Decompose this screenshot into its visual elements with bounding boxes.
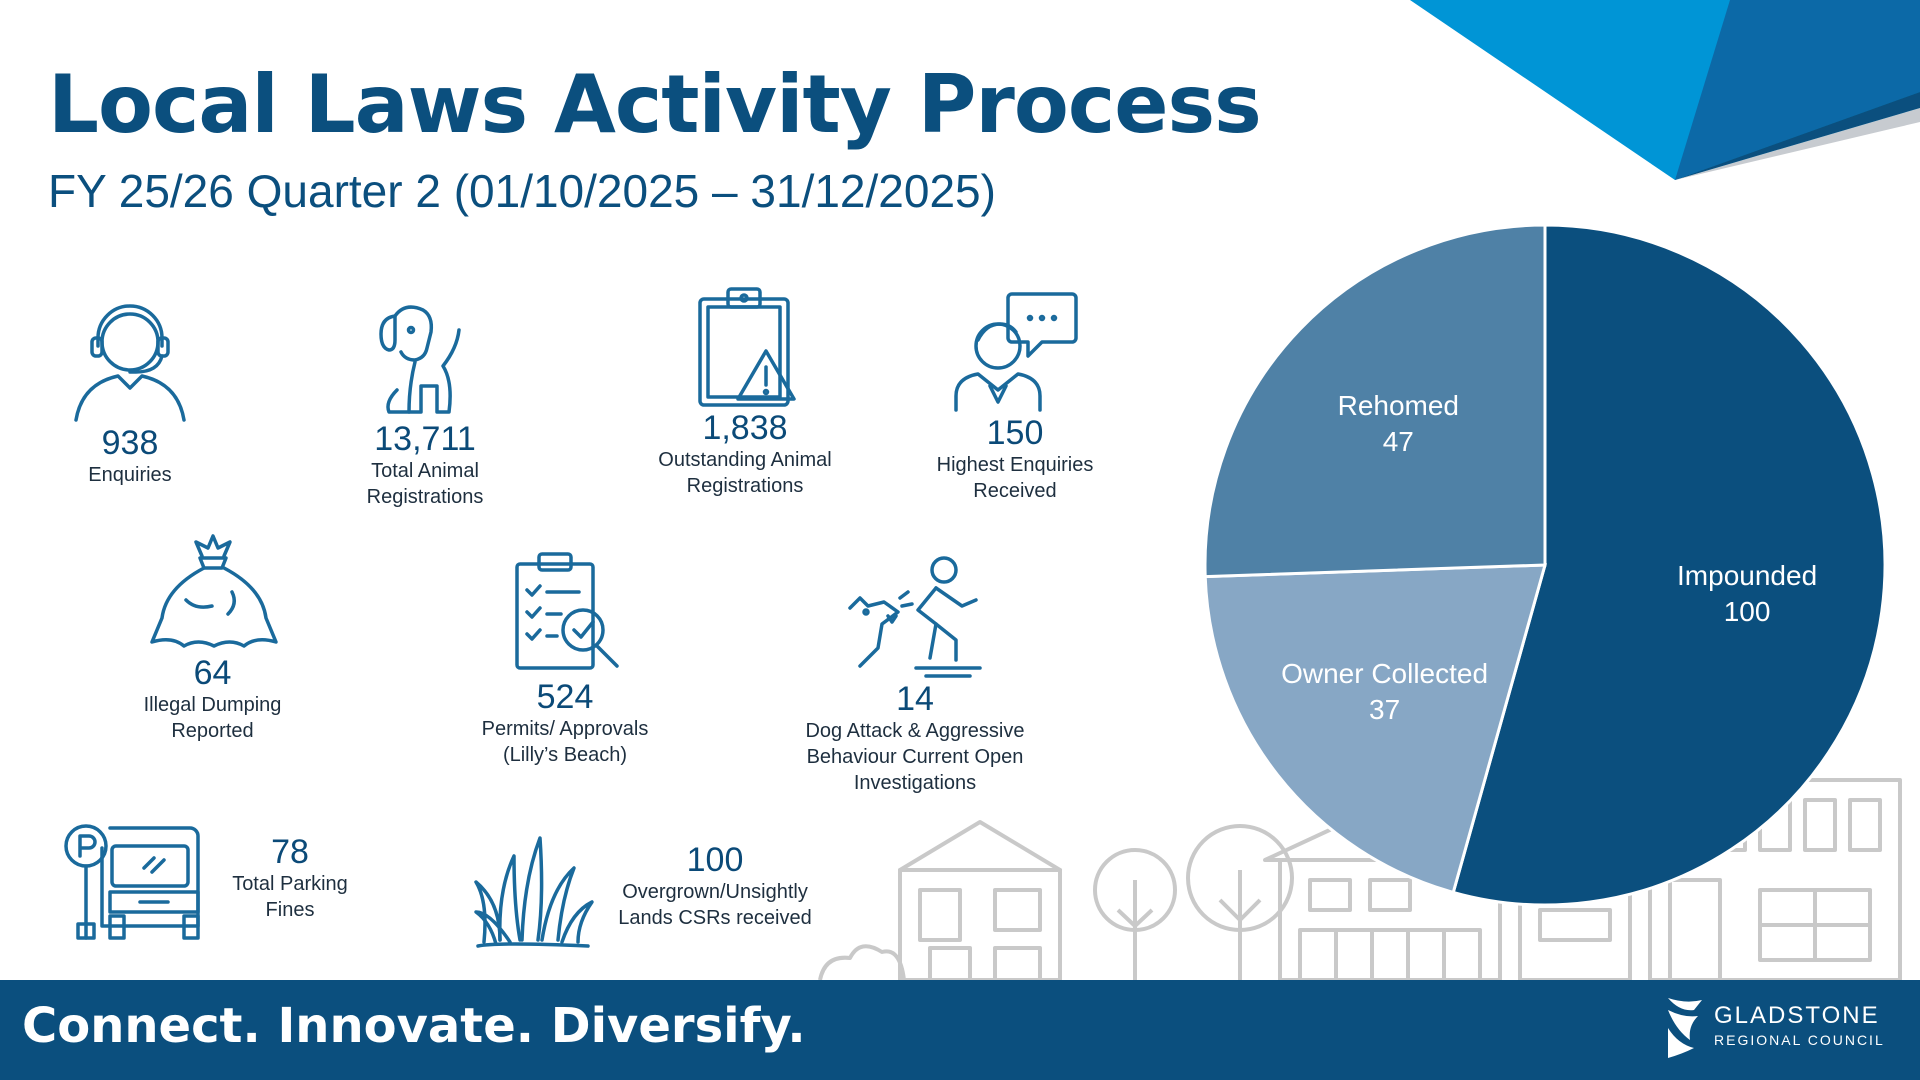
headset-person-icon bbox=[60, 300, 200, 424]
stat-value: 150 bbox=[986, 414, 1044, 452]
page-subtitle: FY 25/26 Quarter 2 (01/10/2025 – 31/12/2… bbox=[48, 165, 996, 217]
stat-grass-icon-box bbox=[468, 830, 598, 952]
stat-parking-fines: 78 Total Parking Fines bbox=[210, 833, 370, 923]
pie-label-value: 37 bbox=[1369, 694, 1400, 725]
grass-icon bbox=[468, 830, 598, 952]
stat-outstanding-animal-registrations: 1,838 Outstanding Animal Registrations bbox=[635, 285, 855, 499]
stat-parking-icon-box bbox=[58, 820, 208, 942]
stat-label: Total Animal Registrations bbox=[366, 460, 484, 508]
stat-value: 64 bbox=[193, 654, 232, 692]
stat-label: Permits/ Approvals (Lilly’s Beach) bbox=[481, 718, 649, 766]
stat-total-animal-registrations: 13,711 Total Animal Registrations bbox=[340, 296, 510, 510]
corner-decoration bbox=[1410, 0, 1920, 180]
stat-value: 100 bbox=[686, 841, 744, 879]
pie-label-category: Rehomed bbox=[1338, 390, 1459, 421]
stat-enquiries: 938 Enquiries bbox=[60, 300, 200, 488]
dog-icon bbox=[340, 296, 510, 420]
stat-value: 14 bbox=[896, 680, 934, 718]
page-title: Local Laws Activity Process bbox=[48, 58, 1262, 151]
pie-label-value: 100 bbox=[1724, 596, 1771, 627]
dog-attack-icon bbox=[780, 550, 1050, 680]
pie-slice-rehomed bbox=[1203, 225, 1547, 579]
council-logo-icon bbox=[1668, 998, 1702, 1058]
stat-label: Dog Attack & Aggressive Behaviour Curren… bbox=[805, 720, 1025, 794]
stat-label: Highest Enquiries Received bbox=[936, 454, 1094, 502]
parking-car-icon bbox=[58, 820, 208, 942]
checklist-magnifier-icon bbox=[460, 550, 670, 678]
footer-tagline: Connect. Innovate. Diversify. bbox=[22, 998, 806, 1054]
stat-value: 938 bbox=[101, 424, 159, 462]
stat-label: Total Parking Fines bbox=[232, 873, 348, 921]
stat-highest-enquiries: 150 Highest Enquiries Received bbox=[910, 290, 1120, 504]
pie-slices bbox=[1203, 225, 1887, 907]
stat-value: 78 bbox=[271, 833, 309, 871]
clipboard-warning-icon bbox=[635, 285, 855, 409]
stat-label: Outstanding Animal Registrations bbox=[658, 449, 832, 497]
speech-bubble-person-icon bbox=[910, 290, 1120, 414]
council-logo: GLADSTONE REGIONAL COUNCIL bbox=[1664, 994, 1904, 1066]
stat-value: 1,838 bbox=[702, 409, 788, 447]
stat-label: Illegal Dumping Reported bbox=[143, 694, 282, 742]
stat-label: Overgrown/Unsightly Lands CSRs received bbox=[618, 881, 812, 929]
pie-slice-impounded bbox=[1451, 225, 1887, 907]
city-skyline-decoration bbox=[818, 778, 1902, 980]
pie-label-category: Owner Collected bbox=[1281, 658, 1488, 689]
stat-overgrown-lands: 100 Overgrown/Unsightly Lands CSRs recei… bbox=[600, 841, 830, 931]
logo-subtitle: REGIONAL COUNCIL bbox=[1714, 1032, 1885, 1048]
stat-dog-attack-investigations: 14 Dog Attack & Aggressive Behaviour Cur… bbox=[780, 550, 1050, 796]
pie-label-category: Impounded bbox=[1677, 560, 1817, 591]
stat-value: 13,711 bbox=[374, 420, 476, 458]
stat-value: 524 bbox=[536, 678, 594, 716]
stat-label: Enquiries bbox=[88, 464, 172, 486]
stat-permits-approvals: 524 Permits/ Approvals (Lilly’s Beach) bbox=[460, 550, 670, 768]
logo-name: GLADSTONE bbox=[1714, 1002, 1880, 1029]
garbage-bag-icon bbox=[120, 530, 305, 654]
pie-label-value: 47 bbox=[1383, 426, 1414, 457]
pie-slice-owner-collected bbox=[1203, 563, 1547, 895]
footer-bar: Connect. Innovate. Diversify. GLADSTONE … bbox=[0, 980, 1920, 1080]
stat-illegal-dumping: 64 Illegal Dumping Reported bbox=[120, 530, 305, 744]
